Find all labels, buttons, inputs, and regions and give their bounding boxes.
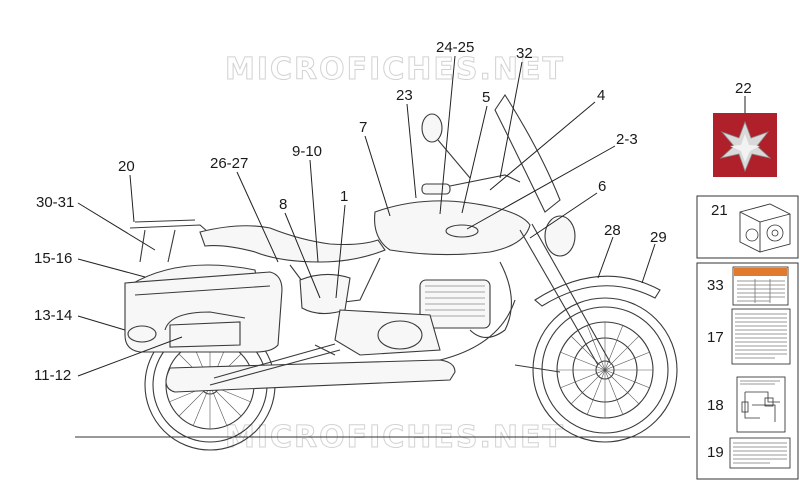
callout-6: 6 (598, 178, 606, 195)
leader-lines (77, 55, 746, 377)
schematic-label-18 (736, 376, 786, 433)
kit-box-21: 21 (696, 195, 799, 259)
callout-5: 5 (482, 89, 490, 106)
callout-20: 20 (118, 158, 135, 175)
callout-7: 7 (359, 119, 367, 136)
callout-4: 4 (597, 87, 605, 104)
watermark-top: MICROFICHES.NET (225, 52, 565, 88)
callout-22: 22 (735, 80, 752, 97)
callout-labels: 20 30-31 15-16 13-14 11-12 26-27 9-10 8 … (34, 39, 752, 384)
callout-23: 23 (396, 87, 413, 104)
emblem-22 (713, 113, 777, 177)
callout-9-10: 9-10 (292, 143, 322, 160)
callout-17: 17 (707, 329, 724, 346)
labels-box: 33 17 18 19 (696, 262, 799, 480)
callout-2-3: 2-3 (616, 131, 638, 148)
callout-18: 18 (707, 397, 724, 414)
callout-21: 21 (711, 202, 728, 219)
callout-32: 32 (516, 45, 533, 62)
callout-11-12: 11-12 (34, 367, 71, 384)
callout-26-27: 26-27 (210, 155, 248, 172)
info-label-19 (729, 437, 791, 469)
callout-8: 8 (279, 196, 287, 213)
motorcycle-drawing (124, 93, 678, 451)
callout-29: 29 (650, 229, 667, 246)
callout-28: 28 (604, 222, 621, 239)
callout-1: 1 (340, 188, 348, 205)
callout-24-25: 24-25 (436, 39, 474, 56)
warning-label-33 (732, 266, 789, 306)
callout-13-14: 13-14 (34, 307, 72, 324)
callout-30-31: 30-31 (36, 194, 74, 211)
callout-33: 33 (707, 277, 724, 294)
tool-kit-icon (739, 203, 791, 253)
callout-15-16: 15-16 (34, 250, 72, 267)
info-label-17 (731, 308, 791, 365)
callout-19: 19 (707, 444, 724, 461)
